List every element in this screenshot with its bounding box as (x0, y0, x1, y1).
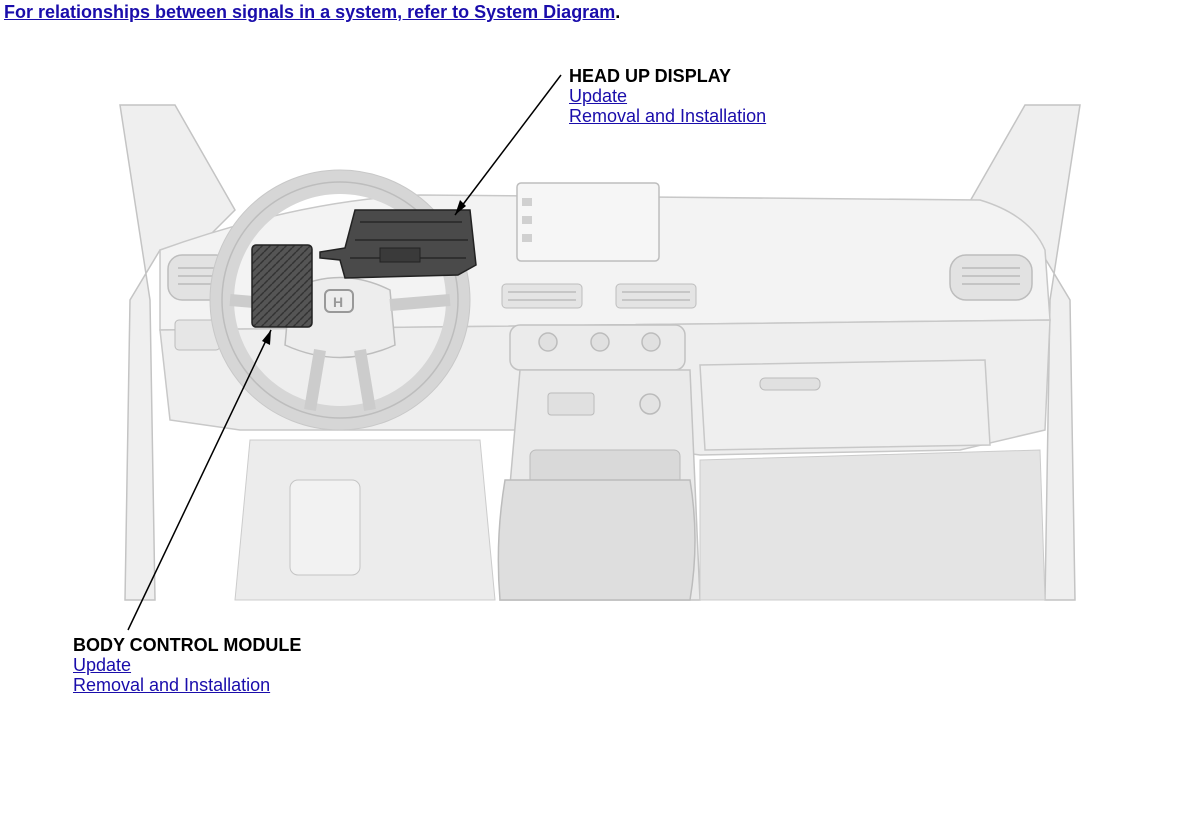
bcm-removal-link[interactable]: Removal and Installation (73, 675, 271, 695)
svg-text:H: H (333, 294, 343, 310)
hud-leader-line (454, 74, 562, 216)
hud-title: HEAD UP DISPLAY (569, 66, 732, 86)
center-vent-right (615, 283, 697, 309)
armrest (497, 479, 696, 601)
glovebox (699, 359, 991, 451)
hud-update-link[interactable]: Update (569, 86, 628, 106)
honda-emblem (324, 289, 354, 313)
system-diagram-link[interactable]: System Diagram (474, 2, 616, 22)
left-footwell (234, 439, 496, 601)
left-pillar (119, 104, 236, 601)
bcm-update-link[interactable]: Update (73, 655, 132, 675)
right-vent (949, 254, 1033, 301)
bcm-module (251, 244, 313, 328)
center-vent-left (501, 283, 583, 309)
hud-module (319, 209, 477, 279)
note-suffix: . (615, 2, 621, 22)
right-footwell (699, 449, 1046, 601)
system-diagram-note: For relationships between signals in a s… (4, 2, 620, 23)
note-prefix-link[interactable]: For relationships between signals in a s… (4, 2, 475, 22)
hud-removal-link[interactable]: Removal and Installation (569, 106, 767, 126)
bcm-callout: BODY CONTROL MODULE Update Removal and I… (73, 635, 301, 695)
center-screen (516, 182, 660, 262)
pedal (289, 479, 361, 576)
hud-callout: HEAD UP DISPLAY Update Removal and Insta… (569, 66, 766, 126)
bcm-title: BODY CONTROL MODULE (73, 635, 302, 655)
bcm-leader-line (127, 329, 272, 631)
